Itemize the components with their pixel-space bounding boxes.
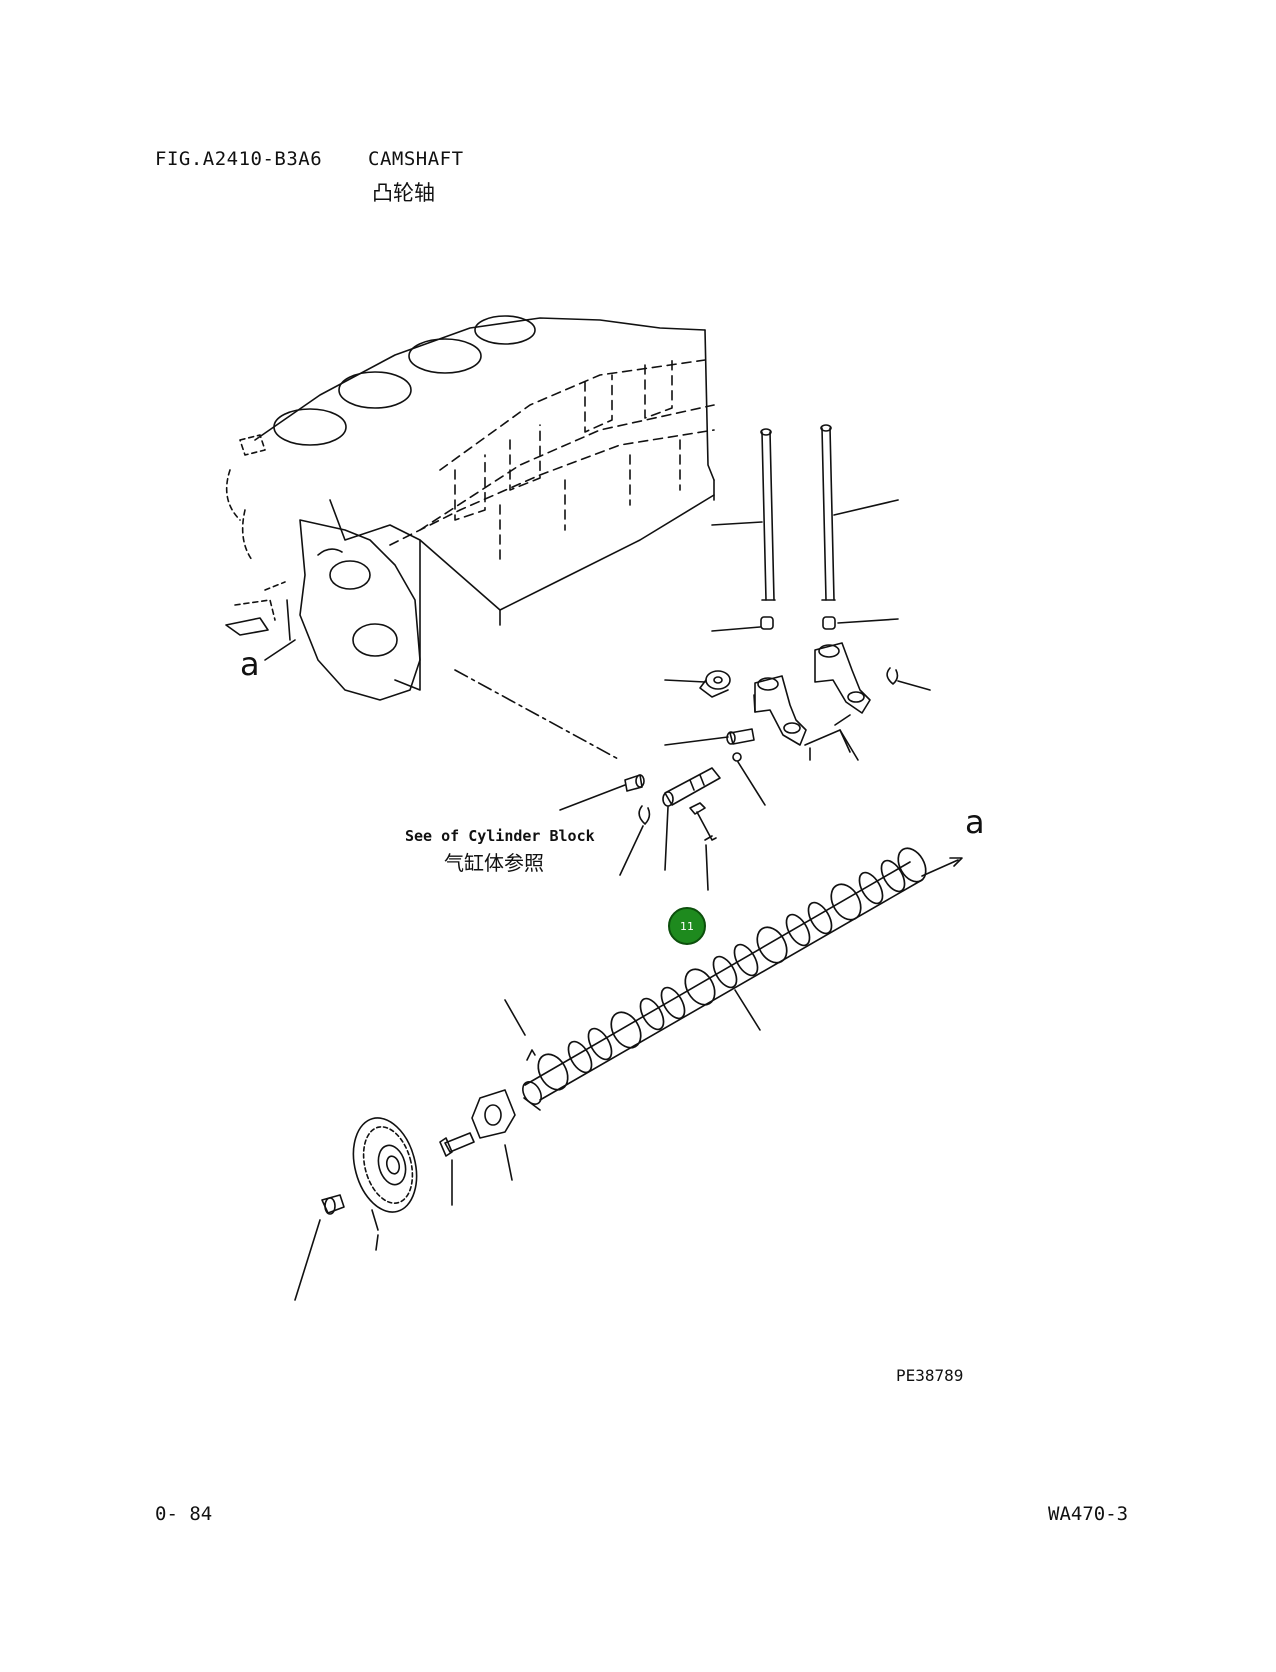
model-number: WA470-3 <box>1048 1503 1129 1525</box>
centerline <box>455 670 620 760</box>
reference-label: See of Cylinder Block <box>405 827 595 845</box>
page-number: 0- 84 <box>155 1503 213 1525</box>
figure-code: FIG.A2410-B3A6 <box>155 148 323 170</box>
connection-label-right: a <box>965 803 985 841</box>
drawing-number: PE38789 <box>896 1366 964 1385</box>
cylinder-block <box>226 316 714 700</box>
connection-label-left: a <box>240 645 260 683</box>
camshaft <box>505 843 962 1110</box>
follower-shaft <box>560 768 720 890</box>
cam-gear-assembly <box>295 1090 515 1300</box>
reference-label-chinese: 气缸体参照 <box>444 851 544 875</box>
figure-title: CAMSHAFT <box>368 148 464 170</box>
part-number-marker[interactable]: 11 <box>668 907 706 945</box>
figure-title-chinese: 凸轮轴 <box>372 181 435 205</box>
push-rods <box>712 425 898 631</box>
cam-followers <box>665 643 930 805</box>
